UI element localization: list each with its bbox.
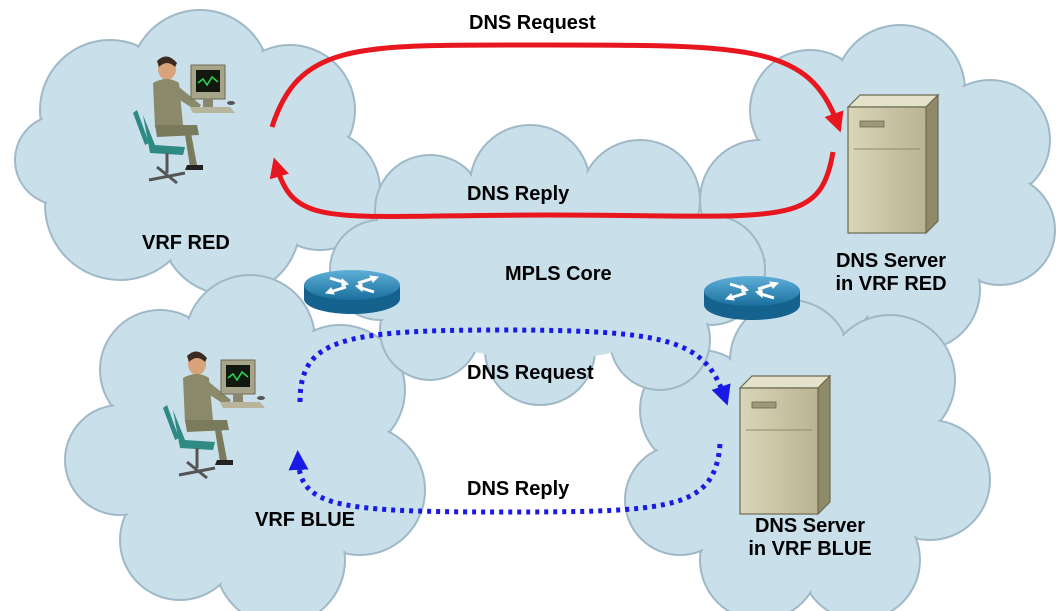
vrf-blue-label: VRF BLUE: [255, 509, 355, 531]
red-request-label: DNS Request: [469, 12, 596, 34]
red-reply-label: DNS Reply: [467, 183, 570, 205]
dns-server-red-label: DNS Server in VRF RED: [826, 250, 956, 296]
mpls-core-label: MPLS Core: [505, 263, 612, 285]
dns-server-icon: [738, 374, 832, 516]
red-request-arrow: [269, 42, 844, 133]
dns-server-blue-line1: DNS Server: [754, 515, 866, 537]
router-icon: [704, 276, 800, 320]
dns-server-icon: [846, 93, 940, 235]
dns-server-red-line2: in VRF RED: [835, 273, 947, 295]
dns-server-blue-label: DNS Server in VRF BLUE: [740, 515, 880, 561]
red-reply-arrow: [269, 151, 836, 219]
blue-reply-label: DNS Reply: [467, 478, 570, 500]
user-at-computer-icon: [163, 351, 265, 480]
user-at-computer-icon: [133, 56, 235, 185]
blue-request-label: DNS Request: [467, 362, 594, 384]
router-icon: [304, 270, 400, 314]
dns-server-blue-line2: in VRF BLUE: [748, 538, 872, 560]
vrf-red-label: VRF RED: [142, 232, 230, 254]
blue-request-arrow: [297, 327, 731, 406]
dns-server-red-line1: DNS Server: [835, 250, 947, 272]
blue-reply-arrow: [288, 443, 723, 515]
